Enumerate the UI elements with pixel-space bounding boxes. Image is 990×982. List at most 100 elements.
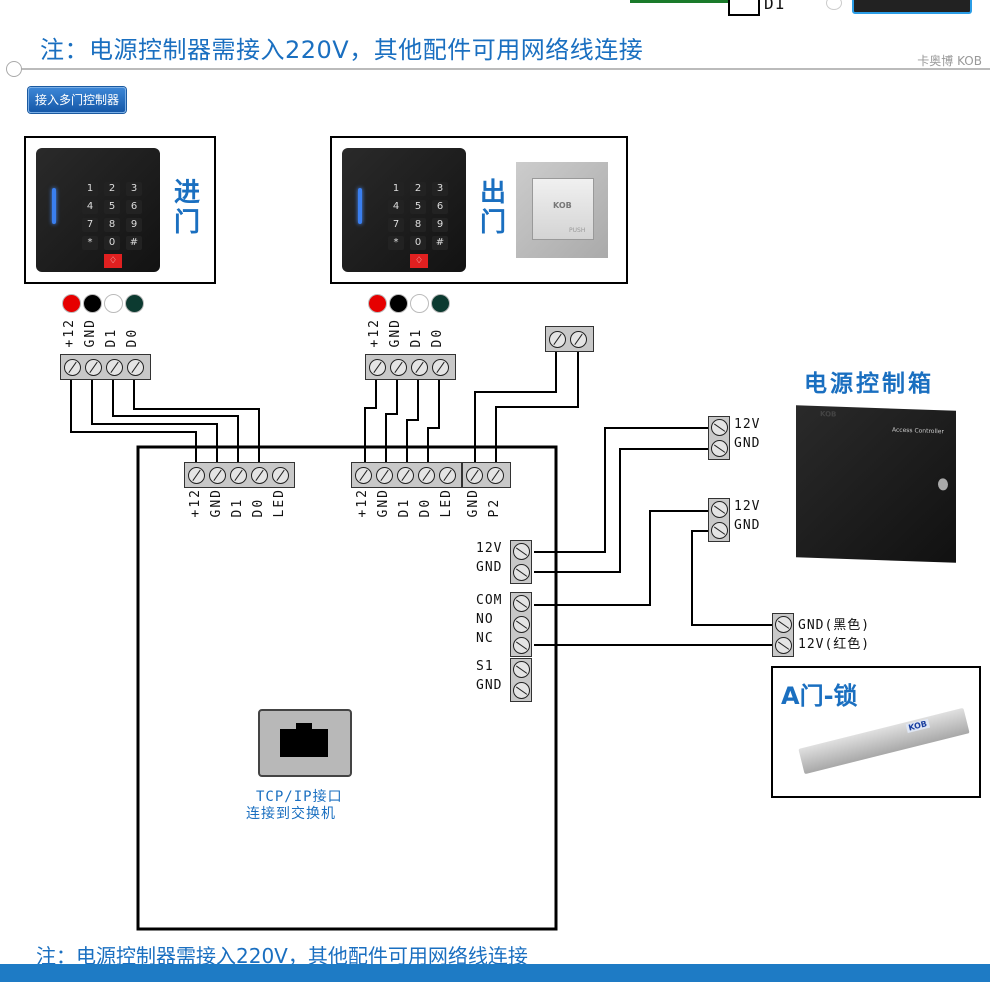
top-partial-terminal (728, 0, 760, 16)
terminal-label: GND(黑色) (798, 618, 871, 633)
network-label-2: 连接到交换机 (246, 806, 336, 822)
screw-icon (512, 543, 530, 560)
reader-led (52, 188, 56, 224)
screw-icon (209, 466, 226, 484)
screw-slot (713, 423, 725, 432)
rj45-icon (280, 729, 328, 757)
terminal-block (772, 613, 794, 657)
screw-slot (515, 641, 527, 650)
wire-color-dot (104, 294, 123, 313)
screw-icon (512, 616, 530, 633)
wire-color-dot (83, 294, 102, 313)
screw-icon (570, 330, 587, 348)
screw-slot (131, 361, 140, 373)
bottom-bar (0, 964, 990, 982)
screw-slot (515, 599, 527, 608)
screw-icon (512, 682, 530, 699)
entry-label-2: 门 (173, 208, 200, 238)
terminal-label: GND (734, 518, 761, 533)
wire (534, 510, 708, 606)
terminal-label: +12 (355, 488, 370, 518)
screw-icon (64, 358, 81, 376)
screw-slot (713, 444, 725, 453)
exit-label-1: 出 (479, 178, 506, 208)
screw-slot (553, 333, 562, 345)
keypad-key: 3 (432, 182, 448, 196)
screw-icon (230, 466, 247, 484)
multi-door-controller-button[interactable]: 接入多门控制器 (28, 87, 127, 113)
screw-slot (713, 505, 725, 514)
wire (91, 378, 218, 462)
terminal-block (510, 592, 532, 657)
wire (133, 378, 260, 462)
wire (427, 378, 440, 462)
screw-icon (188, 466, 205, 484)
screw-slot (574, 333, 583, 345)
terminal-label: GND (476, 678, 503, 693)
keypad-key: # (126, 236, 142, 250)
terminal-label: NC (476, 631, 494, 646)
screw-icon (85, 358, 102, 376)
screw-icon (774, 616, 792, 633)
screw-icon (127, 358, 144, 376)
screw-icon (549, 330, 566, 348)
terminal-label: 12V (734, 417, 761, 432)
screw-icon (376, 466, 393, 484)
screw-icon (369, 358, 386, 376)
screw-slot (213, 469, 222, 481)
terminal-label: GND (466, 488, 481, 518)
screw-icon (397, 466, 414, 484)
terminal-label: GND (209, 488, 224, 518)
power-box-title: 电源控制箱 (804, 371, 934, 397)
keypad-key: 2 (104, 182, 120, 196)
keypad-key: * (82, 236, 98, 250)
divider (14, 68, 990, 70)
screw-icon (355, 466, 372, 484)
keypad-key: 6 (432, 200, 448, 214)
screw-icon (466, 466, 483, 484)
exit-push-button: KOB PUSH (532, 178, 594, 240)
keypad-key: 6 (126, 200, 142, 214)
screw-slot (515, 547, 527, 556)
screw-icon (487, 466, 504, 484)
screw-slot (373, 361, 382, 373)
lock-brand: KOB (905, 718, 930, 734)
screw-slot (515, 620, 527, 629)
screw-slot (89, 361, 98, 373)
top-note: 注：电源控制器需接入220V，其他配件可用网络线连接 (40, 36, 644, 64)
wire (495, 350, 579, 462)
screw-slot (255, 469, 264, 481)
keypad-key: 4 (82, 200, 98, 214)
wire-color-dot (389, 294, 408, 313)
keypad-key: 2 (410, 182, 426, 196)
terminal-label: GND (376, 488, 391, 518)
entry-label-1: 进 (173, 178, 200, 208)
screw-icon (710, 522, 728, 539)
screw-slot (713, 526, 725, 535)
top-partial-device (852, 0, 972, 14)
terminal-label: NO (476, 612, 494, 627)
terminal-label: D1 (397, 497, 412, 518)
lock-key-icon (938, 478, 948, 491)
terminal-label: S1 (476, 659, 494, 674)
terminal-label: LED (272, 488, 287, 518)
power-box-brand: KOB (820, 410, 837, 419)
screw-icon (710, 440, 728, 457)
controller-button-terminal-block (462, 462, 511, 488)
controller-board (136, 445, 558, 931)
screw-icon (774, 637, 792, 654)
screw-icon (710, 419, 728, 436)
wire (364, 378, 377, 462)
keypad-key: 1 (388, 182, 404, 196)
brand-label: 卡奥博 KOB (917, 54, 982, 68)
terminal-label: +12 (188, 488, 203, 518)
keypad-key: 3 (126, 182, 142, 196)
screw-slot (234, 469, 243, 481)
screw-slot (394, 361, 403, 373)
terminal-label: GND (734, 436, 761, 451)
divider-circle (6, 61, 22, 77)
screw-slot (110, 361, 119, 373)
